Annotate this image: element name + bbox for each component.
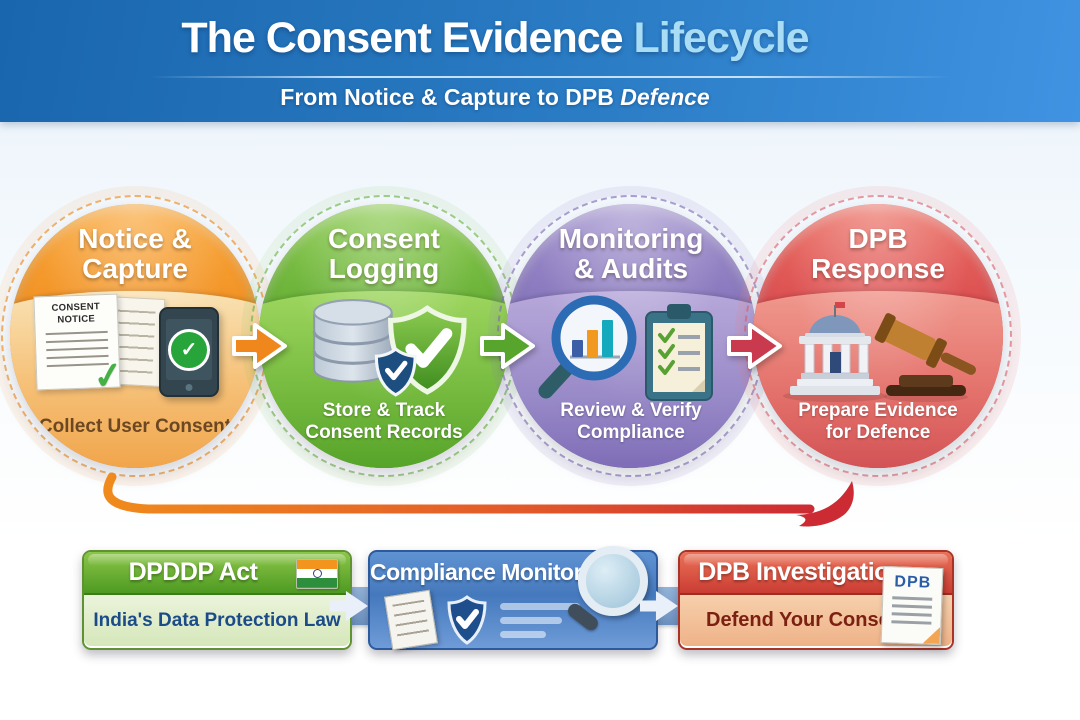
text-lines-decoration: [500, 602, 580, 638]
document-line: [45, 330, 108, 335]
mini-shield-check-icon: [374, 347, 417, 397]
banner-title: DPDDP Act: [128, 558, 258, 586]
check-circle-icon: ✓: [168, 328, 210, 371]
india-flag-icon: [296, 559, 338, 589]
banner-subtitle-bar: India's Data Protection Law: [84, 595, 350, 646]
document-line: [892, 596, 933, 601]
flow-arrow-3-icon: [727, 323, 782, 369]
banner-title: Compliance Monitoring: [370, 559, 616, 585]
document-line: [891, 612, 932, 617]
stage-monitoring-audits: Monitoring & Audits: [497, 195, 765, 477]
database-shield-icons: [312, 299, 467, 397]
flow-arrow-1-icon: [232, 323, 287, 369]
subtitle-main: From Notice & Capture to DPB: [280, 84, 621, 110]
folded-corner: [922, 626, 941, 644]
header-divider: [150, 76, 950, 78]
swoosh-arrow: [103, 472, 854, 527]
flow-arrow-2-icon: [480, 323, 535, 369]
stage-caption: Collect User Consent: [38, 416, 232, 438]
gavel-icon: [874, 313, 977, 402]
stage-title: DPB Response: [811, 223, 945, 284]
document-lines: [392, 599, 430, 642]
stage-dpb-response: DPB Response: [744, 195, 1012, 477]
document-line: [891, 604, 933, 609]
consent-documents-icon: CONSENT NOTICE ✓ ✓: [33, 293, 237, 403]
magnifier-icon: [565, 546, 648, 633]
banner-dpddp-act: DPDDP Act India's Data Protection Law: [82, 550, 352, 650]
defence-icons: [783, 302, 977, 402]
stage-caption: Store & Track Consent Records: [305, 400, 463, 444]
government-building-icon: [783, 302, 887, 402]
phone-screen: ✓: [166, 319, 212, 380]
stage-title: Notice & Capture: [78, 223, 192, 284]
dpb-document-label: DPB: [894, 573, 932, 592]
subtitle-italic: Defence: [620, 84, 710, 110]
stage-notice-capture: Notice & Capture CONSENT NOTICE ✓: [1, 195, 269, 477]
dpb-document-icon: DPB: [880, 565, 944, 646]
document-line: [891, 620, 932, 625]
flag-green-stripe: [297, 578, 337, 587]
stage-title: Monitoring & Audits: [558, 223, 704, 284]
page-subtitle: From Notice & Capture to DPB Defence: [0, 84, 990, 111]
flag-white-stripe: [297, 569, 337, 578]
stage-circle: DPB Response: [753, 204, 1003, 468]
stage-circle: Consent Logging: [259, 204, 509, 468]
line: [500, 630, 546, 638]
header: The Consent Evidence Lifecycle From Noti…: [0, 0, 1080, 122]
stage-consent-logging: Consent Logging: [250, 195, 518, 477]
line: [500, 616, 562, 624]
check-glyph: ✓: [180, 339, 198, 361]
consent-notice-label: CONSENT NOTICE: [51, 301, 101, 326]
consent-notice-document-icon: CONSENT NOTICE ✓: [33, 293, 126, 398]
banner-compliance-monitoring: Compliance Monitoring: [368, 546, 658, 651]
magnifier-chart-icon: [538, 295, 636, 398]
ashoka-chakra-icon: [312, 569, 322, 578]
banner-subtitle: India's Data Protection Law: [93, 609, 341, 631]
compliance-icons: [384, 589, 642, 651]
document-line: [46, 346, 109, 351]
document-icon: [384, 589, 438, 651]
audit-icons: [538, 295, 713, 401]
title-main: The Consent Evidence: [181, 14, 634, 62]
document-line: [45, 338, 108, 343]
stage-caption: Review & Verify Compliance: [560, 400, 702, 444]
clipboard-checklist-icon: [644, 303, 713, 401]
stage-icons: [506, 292, 756, 404]
banner-subtitle: Defend Your Consent: [706, 609, 909, 631]
banner-dpb-investigation: DPB Investigation Defend Your Consent DP…: [678, 550, 954, 650]
banner-title-bar: DPDDP Act: [84, 552, 350, 595]
phone-consent-icon: ✓: [159, 307, 219, 397]
stage-circle: Monitoring & Audits: [506, 204, 756, 468]
magnifier-lens: [578, 546, 648, 616]
stage-title: Consent Logging: [328, 223, 440, 284]
title-accent: Lifecycle: [633, 14, 810, 62]
shield-check-icon: [447, 595, 487, 645]
green-check-icon: ✓: [90, 353, 126, 398]
header-inner: The Consent Evidence Lifecycle From Noti…: [0, 0, 990, 122]
stage-inner-panel: [753, 291, 1003, 468]
stage-circle: Notice & Capture CONSENT NOTICE ✓: [10, 204, 260, 468]
flag-saffron-stripe: [297, 560, 337, 569]
line: [500, 602, 580, 610]
stage-caption: Prepare Evidence for Defence: [798, 400, 958, 444]
phone-home-button: [185, 384, 193, 391]
stage-icons: [753, 292, 1003, 404]
page-title: The Consent Evidence Lifecycle: [0, 14, 990, 63]
banner-title: DPB Investigation: [698, 558, 904, 586]
stage-icons: CONSENT NOTICE ✓ ✓: [10, 292, 260, 404]
stage-icons: [259, 292, 509, 404]
